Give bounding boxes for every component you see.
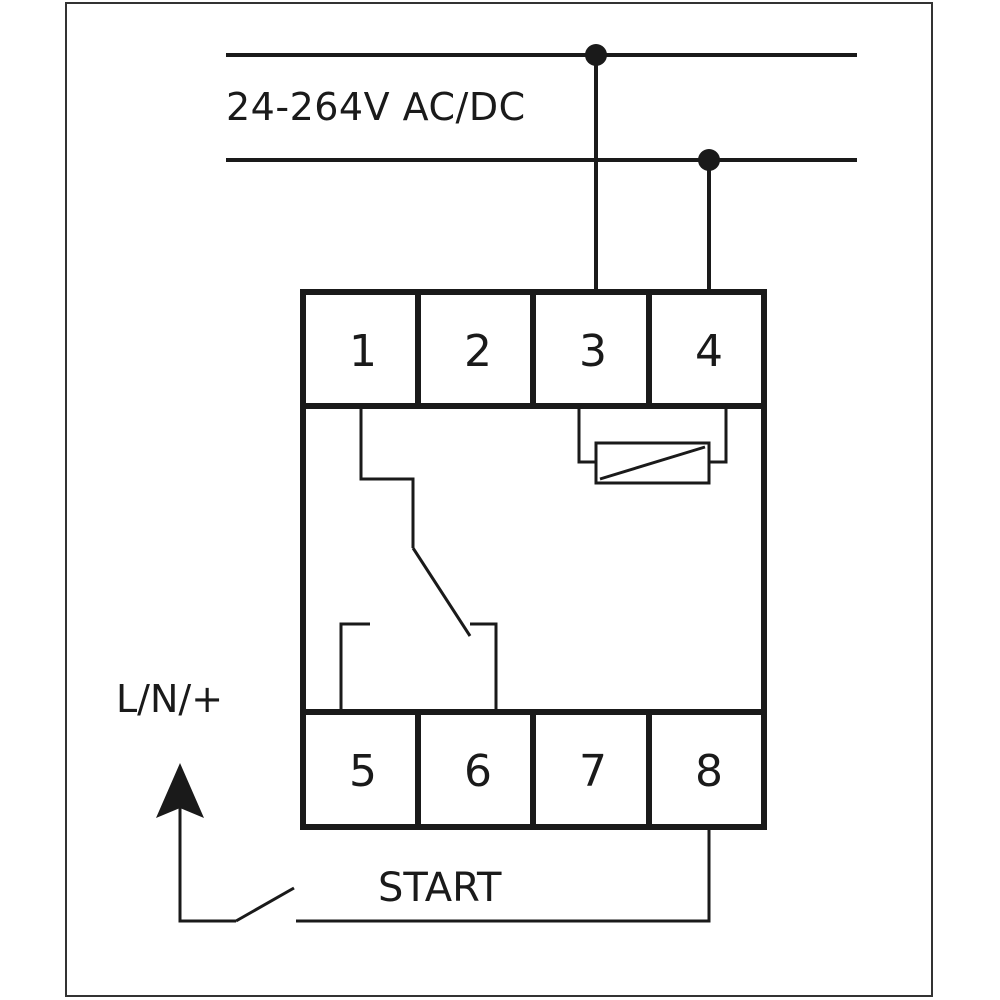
terminal-label-7: 7 [579, 746, 607, 797]
coil-lead-right [709, 406, 728, 464]
coil-lead-left [577, 406, 596, 464]
contact-common-lead [359, 406, 415, 548]
contact-switch-blade [411, 547, 472, 637]
terminal-label-6: 6 [464, 746, 492, 797]
outer-frame [65, 2, 933, 997]
contact-lead-terminal-5 [339, 622, 370, 712]
terminal-label-3: 3 [579, 326, 607, 377]
terminal-label-8: 8 [695, 746, 723, 797]
terminal-label-5: 5 [349, 746, 377, 797]
start-switch-blade [235, 886, 295, 923]
start-wire-from-terminal-8 [296, 827, 711, 923]
input-polarity-label: L/N/+ [116, 677, 224, 721]
relay-coil [594, 441, 711, 485]
terminal-label-1: 1 [349, 326, 377, 377]
contact-lead-terminal-6 [470, 622, 498, 712]
input-wire [178, 808, 236, 923]
terminal-label-4: 4 [695, 326, 723, 377]
terminal-label-2: 2 [464, 326, 492, 377]
input-arrow-icon [156, 763, 204, 818]
supply-voltage-label: 24-264V AC/DC [226, 85, 526, 129]
start-switch-label: START [378, 865, 502, 911]
relay-coil-diagonal [599, 445, 706, 481]
